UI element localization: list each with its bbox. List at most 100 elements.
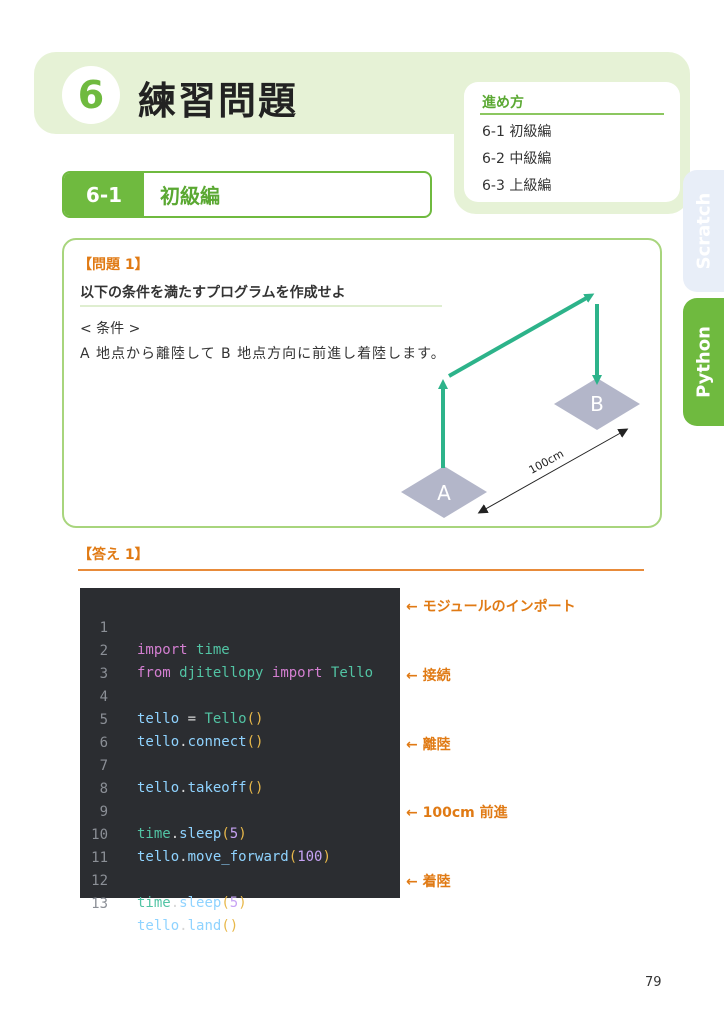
code-line: 9 time.sleep(5) xyxy=(80,779,400,842)
distance-label: 100cm xyxy=(527,447,566,477)
code-token: ( xyxy=(288,849,298,865)
code-token: sleep xyxy=(179,895,222,911)
code-line: 8 xyxy=(80,756,400,797)
code-block: 1 import time 2 from djitellopy import T… xyxy=(80,588,400,934)
flight-path-diagram: A B 100cm xyxy=(401,293,640,518)
code-token: () xyxy=(246,734,264,750)
code-token: tello xyxy=(137,734,180,750)
code-token: Tello xyxy=(204,711,247,727)
code-line: 10 tello.move_forward(100) xyxy=(80,802,400,865)
code-token: . xyxy=(170,826,180,842)
code-line: 2 from djitellopy import Tello xyxy=(80,618,400,681)
toc-item-beginner[interactable]: 6-1 初級編 xyxy=(482,124,552,140)
code-token: . xyxy=(179,780,188,796)
annotation-land: ← 着陸 xyxy=(406,874,451,890)
code-token: time xyxy=(137,826,171,842)
code-token: takeoff xyxy=(187,780,247,796)
annotation-connect: ← 接続 xyxy=(406,668,451,684)
code-token: ( xyxy=(221,826,230,842)
section-heading: 6-1 初級編 xyxy=(62,171,432,218)
problem-label: 【問題 1】 xyxy=(78,257,149,273)
tab-scratch[interactable]: Scratch xyxy=(683,170,724,292)
code-token: ) xyxy=(238,895,247,911)
code-token: tello xyxy=(137,918,180,934)
code-token: ) xyxy=(238,826,247,842)
line-number: 7 xyxy=(99,758,108,774)
condition-label: < 条件 > xyxy=(80,321,141,337)
code-token: time xyxy=(137,895,171,911)
problem-question-underline xyxy=(80,305,442,307)
section-title: 初級編 xyxy=(160,184,220,208)
line-number: 4 xyxy=(99,689,108,705)
code-token: from xyxy=(137,665,171,681)
chapter-title: 練習問題 xyxy=(138,79,299,123)
code-token: move_forward xyxy=(187,849,289,865)
code-token: import xyxy=(271,665,323,681)
annotation-import: ← モジュールのインポート xyxy=(406,599,576,615)
code-line: 5 tello.connect() xyxy=(80,687,400,750)
code-token: 5 xyxy=(229,826,239,842)
code-line: 1 import time xyxy=(80,595,400,658)
landing-pad-b xyxy=(554,378,640,430)
condition-text: A 地点から離陸して B 地点方向に前進し着陸します。 xyxy=(80,346,446,362)
line-number: 2 xyxy=(99,643,108,659)
line-number: 3 xyxy=(99,666,108,682)
code-line: 6 xyxy=(80,710,400,751)
code-token: () xyxy=(246,711,264,727)
code-token: time xyxy=(196,642,230,658)
line-number: 9 xyxy=(99,804,108,820)
code-token: ) xyxy=(322,849,331,865)
tab-python-label: Python xyxy=(693,326,714,398)
tab-python[interactable]: Python xyxy=(683,298,724,426)
tab-scratch-label: Scratch xyxy=(693,192,714,270)
point-b-label: B xyxy=(590,392,604,416)
code-line: 7 tello.takeoff() xyxy=(80,733,400,796)
point-a-label: A xyxy=(437,481,451,505)
landing-pad-a xyxy=(401,466,487,518)
page-number: 79 xyxy=(645,975,662,990)
code-token: import xyxy=(137,642,188,658)
line-number: 5 xyxy=(99,712,108,728)
answer-underline xyxy=(78,569,644,571)
code-token: sleep xyxy=(179,826,222,842)
line-number: 8 xyxy=(99,781,108,797)
annotation-forward: ← 100cm 前進 xyxy=(406,805,508,821)
code-line: 11 xyxy=(80,825,400,866)
code-token: Tello xyxy=(330,665,374,681)
code-token: tello xyxy=(137,711,180,727)
code-token: 100 xyxy=(297,849,323,865)
code-token: 5 xyxy=(229,895,239,911)
code-token: () xyxy=(246,780,264,796)
toc-title: 進め方 xyxy=(482,95,524,111)
code-line: 13 tello.land() xyxy=(80,871,400,934)
toc-inner xyxy=(464,82,680,202)
section-number: 6-1 xyxy=(64,173,144,216)
distance-arrow xyxy=(477,428,629,514)
chapter-number-badge: 6 xyxy=(62,66,120,124)
line-number: 1 xyxy=(99,620,108,636)
code-token: tello xyxy=(137,849,180,865)
code-token: = xyxy=(187,711,197,727)
code-token: ( xyxy=(221,895,230,911)
code-line: 3 xyxy=(80,641,400,682)
line-number: 11 xyxy=(91,850,108,866)
line-number: 13 xyxy=(91,896,108,912)
code-token: tello xyxy=(137,780,180,796)
toc-item-intermediate[interactable]: 6-2 中級編 xyxy=(482,151,552,167)
code-token: . xyxy=(179,849,188,865)
code-line: 4 tello = Tello() xyxy=(80,664,400,727)
code-token: () xyxy=(221,918,239,934)
answer-label: 【答え 1】 xyxy=(78,547,149,563)
code-token: . xyxy=(179,918,188,934)
code-token: . xyxy=(179,734,188,750)
line-number: 6 xyxy=(99,735,108,751)
toc-divider xyxy=(480,113,664,115)
forward-arrow xyxy=(448,293,595,378)
code-token: land xyxy=(187,918,222,934)
code-token: . xyxy=(170,895,180,911)
code-token: djitellopy xyxy=(179,665,264,681)
problem-question: 以下の条件を満たすプログラムを作成せよ xyxy=(80,285,346,301)
line-number: 12 xyxy=(91,873,108,889)
toc-item-advanced[interactable]: 6-3 上級編 xyxy=(482,178,552,194)
line-number: 10 xyxy=(91,827,108,843)
